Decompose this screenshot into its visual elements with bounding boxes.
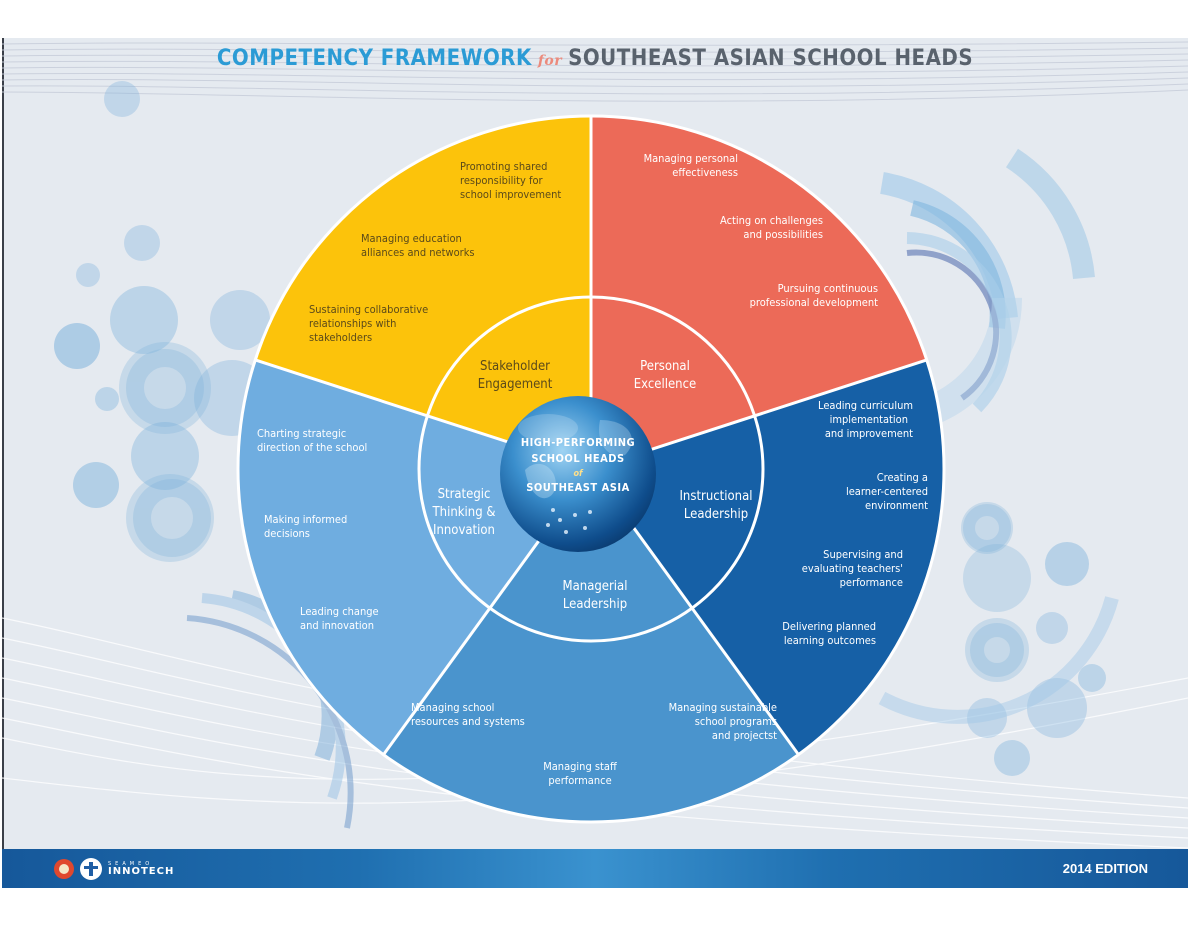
competency-creating-learner-centered-environment: Creating a learner-centered environment <box>846 471 928 512</box>
svg-text:Managing education: Managing education <box>361 232 462 245</box>
competency-managing-sustainable-programs: Managing sustainable school programs and… <box>669 701 778 742</box>
svg-text:and innovation: and innovation <box>300 619 374 632</box>
svg-text:Managing school: Managing school <box>411 701 494 714</box>
svg-text:performance: performance <box>840 576 903 589</box>
wedge-stakeholder-engagement <box>255 115 592 469</box>
svg-text:Excellence: Excellence <box>634 377 696 392</box>
svg-text:Delivering planned: Delivering planned <box>782 620 876 633</box>
svg-text:decisions: decisions <box>264 527 310 540</box>
title-part-2: SOUTHEAST ASIAN SCHOOL HEADS <box>568 46 974 71</box>
svg-text:Charting strategic: Charting strategic <box>257 427 346 440</box>
competency-leading-curriculum-implementation: Leading curriculum implementation and im… <box>818 399 913 440</box>
svg-text:Strategic: Strategic <box>438 487 491 502</box>
outer-ring <box>236 114 946 824</box>
page-title: COMPETENCY FRAMEWORK for SOUTHEAST ASIAN S… <box>2 46 1188 71</box>
svg-text:effectiveness: effectiveness <box>672 166 738 179</box>
inner-ring <box>417 295 765 643</box>
svg-text:stakeholders: stakeholders <box>309 331 372 344</box>
svg-text:Making informed: Making informed <box>264 513 347 526</box>
wedge-managerial-leadership <box>383 469 799 822</box>
domain-label-instructional-leadership: Instructional Leadership <box>679 489 752 522</box>
svg-text:SOUTHEAST ASIA: SOUTHEAST ASIA <box>526 481 629 494</box>
domain-label-personal-excellence: Personal Excellence <box>634 359 696 392</box>
background-decoration <box>2 41 1188 849</box>
svg-text:Personal: Personal <box>640 359 690 374</box>
domain-label-stakeholder-engagement: Stakeholder Engagement <box>478 359 553 392</box>
svg-text:Supervising and: Supervising and <box>823 548 903 561</box>
competency-sustaining-collaborative-relationships: Sustaining collaborative relationships w… <box>309 303 428 344</box>
poster-left-border <box>2 38 4 849</box>
svg-text:environment: environment <box>865 499 928 512</box>
svg-text:Managing sustainable: Managing sustainable <box>669 701 777 714</box>
footer-logos: SEAMEO INNOTECH <box>54 858 174 880</box>
svg-text:implementation: implementation <box>830 413 908 426</box>
svg-text:resources and systems: resources and systems <box>411 715 525 728</box>
svg-text:learning outcomes: learning outcomes <box>784 634 876 647</box>
competency-managing-education-alliances: Managing education alliances and network… <box>361 232 475 259</box>
competency-managing-personal-effectiveness: Managing personal effectiveness <box>644 152 738 179</box>
competency-supervising-evaluating-teachers: Supervising and evaluating teachers' per… <box>802 548 903 589</box>
competency-delivering-planned-outcomes: Delivering planned learning outcomes <box>782 620 876 647</box>
svg-text:Leadership: Leadership <box>684 507 748 522</box>
svg-text:Managerial: Managerial <box>563 579 628 594</box>
edition-label: 2014 EDITION <box>1062 861 1148 876</box>
competency-leading-change-innovation: Leading change and innovation <box>300 605 379 632</box>
svg-text:alliances and networks: alliances and networks <box>361 246 475 259</box>
svg-text:learner-centered: learner-centered <box>846 485 928 498</box>
svg-text:Sustaining collaborative: Sustaining collaborative <box>309 303 428 316</box>
svg-text:Promoting shared: Promoting shared <box>460 160 547 173</box>
svg-text:performance: performance <box>548 774 611 787</box>
domain-label-strategic-thinking: Strategic Thinking & Innovation <box>432 487 496 538</box>
competency-managing-staff-performance: Managing staff performance <box>543 760 618 787</box>
svg-text:Managing staff: Managing staff <box>543 760 618 773</box>
competency-acting-on-challenges: Acting on challenges and possibilities <box>720 214 823 241</box>
wedge-instructional-leadership <box>591 359 945 755</box>
svg-text:Innovation: Innovation <box>433 523 495 538</box>
footer-bar: SEAMEO INNOTECH 2014 EDITION <box>2 849 1188 888</box>
svg-text:and projectst: and projectst <box>712 729 777 742</box>
svg-text:Leading change: Leading change <box>300 605 379 618</box>
svg-text:Pursuing continuous: Pursuing continuous <box>778 282 878 295</box>
svg-text:Acting on challenges: Acting on challenges <box>720 214 823 227</box>
svg-text:responsibility for: responsibility for <box>460 174 544 187</box>
svg-text:of: of <box>573 469 584 479</box>
svg-text:Leadership: Leadership <box>563 597 627 612</box>
competency-making-informed-decisions: Making informed decisions <box>264 513 347 540</box>
title-part-1: COMPETENCY FRAMEWORK <box>216 46 532 71</box>
svg-text:school programs: school programs <box>695 715 777 728</box>
svg-text:HIGH-PERFORMING: HIGH-PERFORMING <box>521 436 635 449</box>
svg-text:Managing personal: Managing personal <box>644 152 738 165</box>
svg-text:evaluating teachers': evaluating teachers' <box>802 562 903 575</box>
globe-icon <box>500 396 656 552</box>
innotech-logo-icon <box>80 858 102 880</box>
wedge-personal-excellence <box>591 116 927 469</box>
title-connector: for <box>537 53 563 69</box>
svg-text:and improvement: and improvement <box>825 427 913 440</box>
domain-label-managerial-leadership: Managerial Leadership <box>563 579 628 612</box>
competency-pursuing-continuous-development: Pursuing continuous professional develop… <box>750 282 878 309</box>
svg-text:and possibilities: and possibilities <box>743 228 823 241</box>
svg-text:professional development: professional development <box>750 296 878 309</box>
svg-text:Creating a: Creating a <box>877 471 928 484</box>
svg-text:direction of the school: direction of the school <box>257 441 367 454</box>
svg-text:relationships with: relationships with <box>309 317 396 330</box>
svg-text:Leading curriculum: Leading curriculum <box>818 399 913 412</box>
innotech-wordmark: SEAMEO INNOTECH <box>108 860 175 877</box>
competency-managing-school-resources: Managing school resources and systems <box>411 701 525 728</box>
center-label: HIGH-PERFORMING SCHOOL HEADS of SOUTHEAS… <box>521 436 635 494</box>
competency-promoting-shared-responsibility: Promoting shared responsibility for scho… <box>460 160 561 201</box>
svg-text:SCHOOL HEADS: SCHOOL HEADS <box>531 452 624 465</box>
svg-text:Thinking &: Thinking & <box>432 505 496 520</box>
svg-text:school improvement: school improvement <box>460 188 561 201</box>
svg-text:Stakeholder: Stakeholder <box>480 359 550 374</box>
svg-text:Engagement: Engagement <box>478 377 553 392</box>
competency-charting-strategic-direction: Charting strategic direction of the scho… <box>257 427 367 454</box>
deped-seal-icon <box>54 859 74 879</box>
svg-text:Instructional: Instructional <box>679 489 752 504</box>
